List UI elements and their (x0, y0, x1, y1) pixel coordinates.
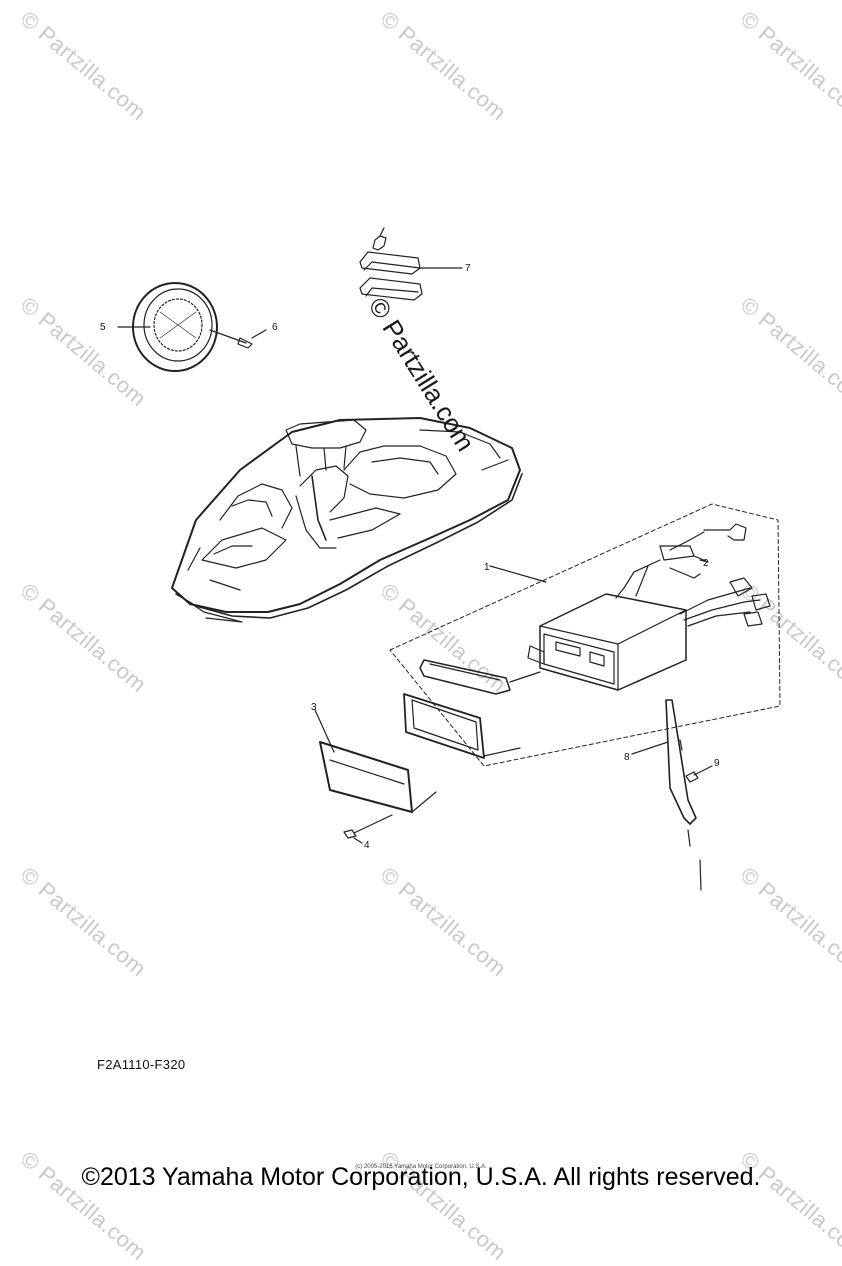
speaker (117, 282, 218, 372)
parts-diagram: 1 2 3 4 5 6 7 8 9 (100, 227, 781, 891)
trim-plate (419, 659, 511, 695)
bracket (631, 699, 702, 891)
stereo-head-unit (509, 593, 687, 691)
callout-5: 5 (100, 322, 106, 333)
copyright-notice: ©2013 Yamaha Motor Corporation, U.S.A. A… (81, 1163, 761, 1191)
callout-1: 1 (484, 562, 490, 573)
led-light-strip (359, 227, 463, 301)
callout-7: 7 (465, 263, 471, 274)
screw-6 (209, 329, 267, 349)
diagram-code: F2A1110-F320 (97, 1057, 186, 1072)
small-copyright: (c) 2005-2016 Yamaha Motor Corporation, … (355, 1164, 487, 1170)
callout-2: 2 (703, 558, 709, 569)
callout-4: 4 (364, 840, 370, 851)
assembly-outline (389, 503, 781, 767)
callout-3: 3 (311, 702, 317, 713)
callout-6: 6 (272, 322, 278, 333)
screw-9 (685, 765, 713, 783)
screw-4 (343, 814, 393, 844)
cover (314, 709, 437, 813)
callout-8: 8 (624, 752, 630, 763)
boat (171, 417, 523, 623)
wiring-harness (615, 523, 771, 627)
callout-9: 9 (714, 758, 720, 769)
mounting-sleeve (403, 693, 521, 759)
